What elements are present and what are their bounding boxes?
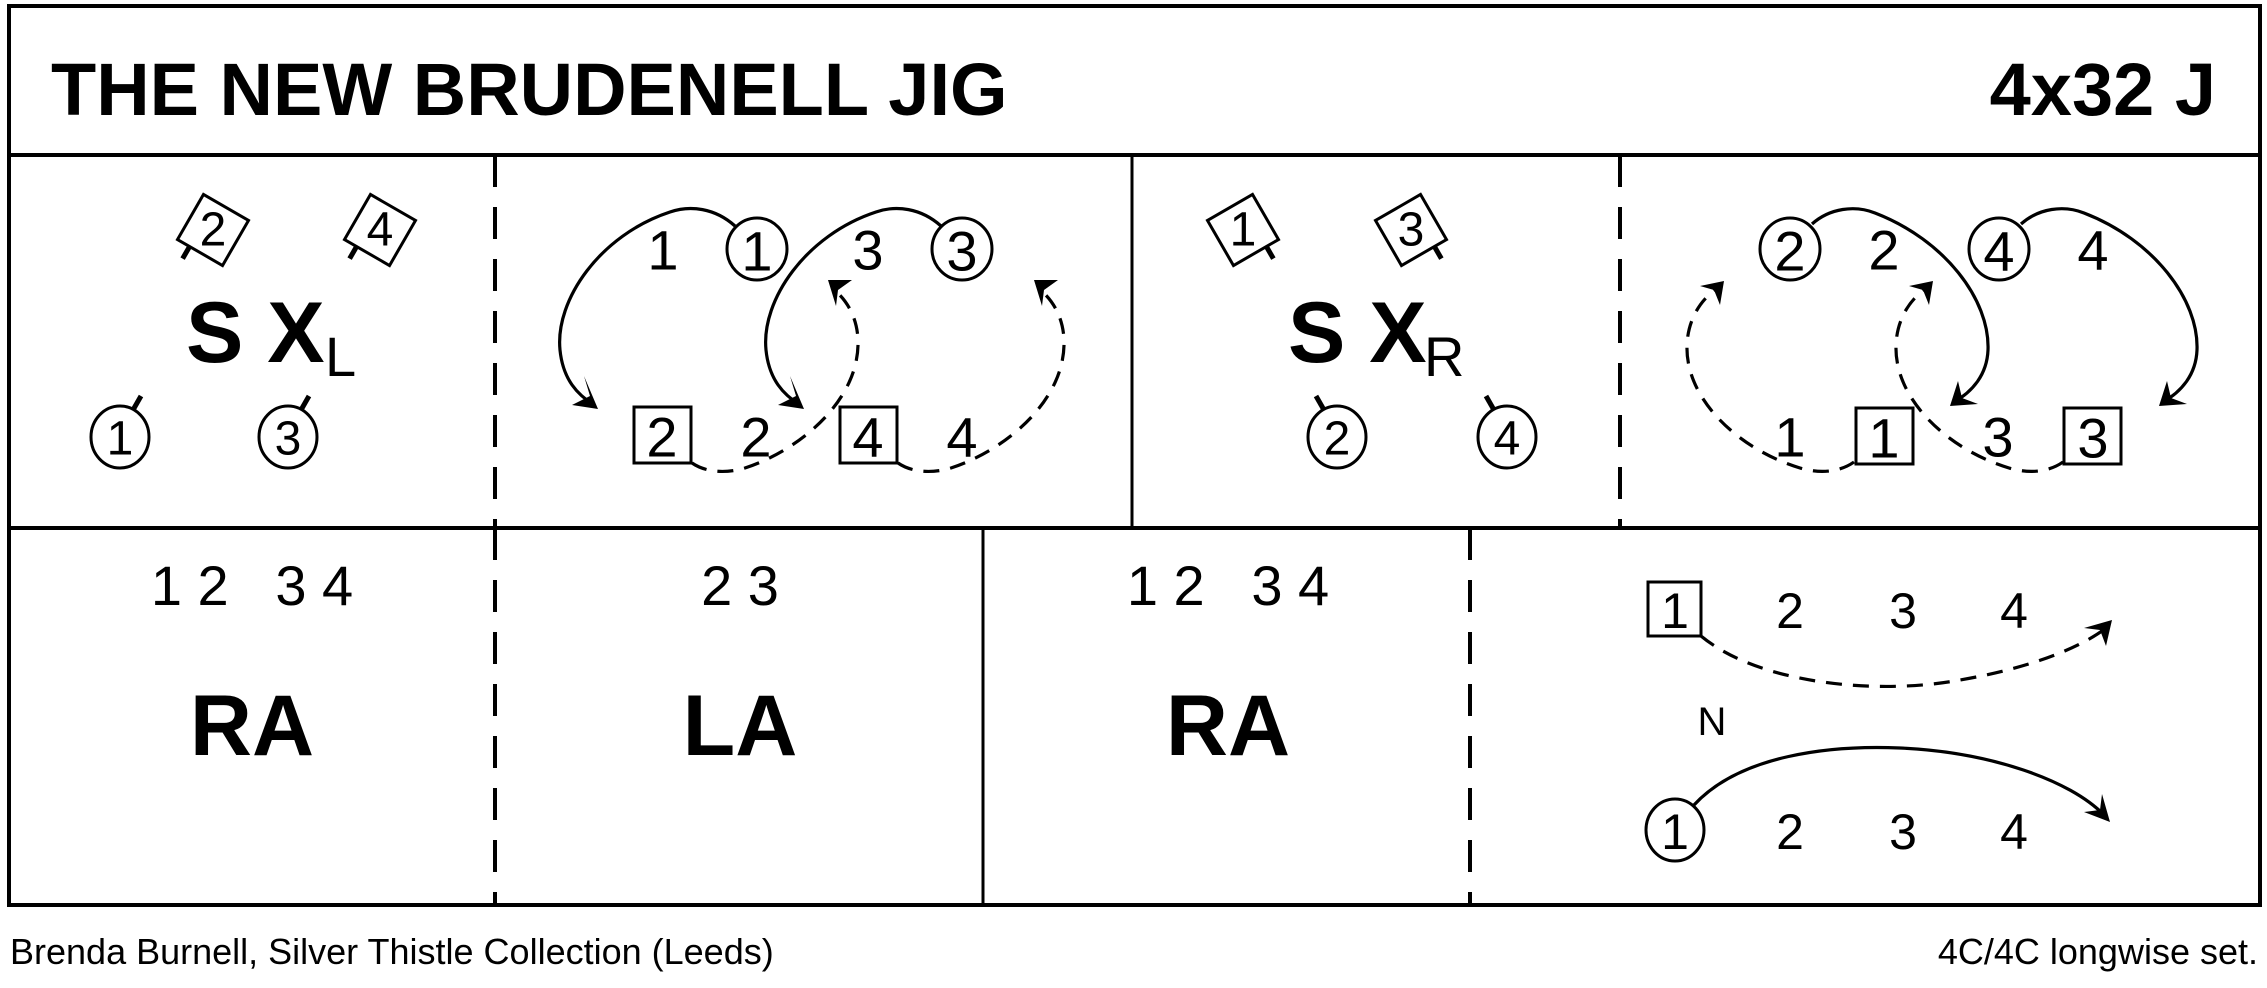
woman-circle-1: 1 xyxy=(1644,797,1706,863)
solid-arrow-4 xyxy=(2019,207,2199,404)
solid-arrow-3 xyxy=(764,206,943,407)
panel-cast-1: 1 1 3 3 2 2 4 4 xyxy=(558,206,1066,474)
dancer-4: 4 xyxy=(2077,219,2108,282)
woman-circle-3: 3 xyxy=(257,394,319,470)
move-subscript: R xyxy=(1424,325,1464,388)
solid-arrow-2 xyxy=(1810,207,1990,404)
svg-text:3: 3 xyxy=(275,413,302,466)
arrowhead xyxy=(828,280,852,306)
dancer-1: 1 xyxy=(647,219,678,282)
svg-text:3: 3 xyxy=(1398,204,1425,257)
arrowhead xyxy=(2084,794,2110,822)
svg-text:1: 1 xyxy=(107,413,134,466)
svg-text:4: 4 xyxy=(852,406,883,469)
arrowhead xyxy=(2159,381,2187,406)
man-box-4: 4 xyxy=(838,405,899,469)
solid-progression-arrow xyxy=(1692,745,2106,817)
svg-text:2: 2 xyxy=(1324,413,1351,466)
dancer-2: 2 xyxy=(1776,583,1804,639)
panel-set-cross-left: 2 4 S X L 1 3 xyxy=(89,192,418,470)
svg-text:1: 1 xyxy=(1661,583,1689,639)
dancer-3: 3 xyxy=(852,219,883,282)
panel-cast-2: 2 2 4 4 1 1 3 3 xyxy=(1685,207,2199,473)
set-type-text: 4C/4C longwise set. xyxy=(1938,931,2258,972)
solid-arrow-1 xyxy=(558,206,737,407)
arrowhead xyxy=(1034,280,1058,306)
move-label: S X xyxy=(1288,285,1427,381)
dancer-2: 2 xyxy=(1868,219,1899,282)
man-box-3: 3 xyxy=(1373,192,1449,268)
arrowhead xyxy=(572,376,598,409)
man-box-1: 1 xyxy=(1854,406,1915,470)
woman-circle-4: 4 xyxy=(1967,216,2031,283)
panel-left-hands-across: 2 3 LA xyxy=(683,554,798,774)
move-label: LA xyxy=(683,678,798,774)
svg-text:4: 4 xyxy=(367,204,394,257)
panel-right-hands-across-1: 1 2 3 4 RA xyxy=(151,554,353,774)
dancer-4: 4 xyxy=(2000,804,2028,860)
panel-right-hands-across-2: 1 2 3 4 RA xyxy=(1127,554,1329,774)
dashed-arrow-1 xyxy=(1685,286,1855,473)
dancer-2: 2 xyxy=(740,406,771,469)
man-box-2: 2 xyxy=(632,405,693,469)
svg-text:1: 1 xyxy=(741,220,772,283)
dancer-3: 3 xyxy=(1982,406,2013,469)
svg-text:2: 2 xyxy=(200,204,227,257)
woman-circle-2: 2 xyxy=(1758,216,1822,283)
credit-text: Brenda Burnell, Silver Thistle Collectio… xyxy=(10,931,774,972)
move-subscript: L xyxy=(325,325,356,388)
svg-text:1: 1 xyxy=(1230,204,1257,257)
svg-text:2: 2 xyxy=(1774,220,1805,283)
arrowhead xyxy=(1909,281,1933,305)
move-label: RA xyxy=(1166,678,1290,774)
dancer-3: 3 xyxy=(1889,804,1917,860)
woman-circle-1: 1 xyxy=(725,216,789,283)
panel-set-cross-right: 1 3 S X R 2 4 xyxy=(1205,192,1538,470)
positions-label: 2 3 xyxy=(701,554,779,617)
man-box-3: 3 xyxy=(2062,406,2123,470)
man-box-1: 1 xyxy=(1205,192,1281,268)
woman-circle-3: 3 xyxy=(930,216,994,283)
svg-text:2: 2 xyxy=(646,406,677,469)
svg-text:3: 3 xyxy=(2077,407,2108,470)
svg-text:1: 1 xyxy=(1661,804,1689,860)
move-label: S X xyxy=(186,285,325,381)
positions-label: 1 2 3 4 xyxy=(1127,554,1329,617)
dancer-4: 4 xyxy=(2000,583,2028,639)
dance-format: 4x32 J xyxy=(1990,48,2216,131)
arrowhead xyxy=(1700,281,1724,305)
dancer-2: 2 xyxy=(1776,804,1804,860)
svg-text:3: 3 xyxy=(946,220,977,283)
dashed-progression-arrow xyxy=(1699,626,2107,688)
arrowhead xyxy=(778,376,804,409)
move-label: RA xyxy=(190,678,314,774)
svg-text:1: 1 xyxy=(1868,407,1899,470)
man-box-4: 4 xyxy=(342,192,418,268)
nearer-label: N xyxy=(1698,700,1727,744)
outer-frame xyxy=(7,4,2262,907)
dancer-3: 3 xyxy=(1889,583,1917,639)
dancer-1: 1 xyxy=(1774,406,1805,469)
man-box-1: 1 xyxy=(1646,580,1703,639)
dashed-arrow-3 xyxy=(1894,286,2064,473)
arrowhead xyxy=(2084,620,2112,646)
arrowhead xyxy=(1950,381,1978,406)
dashed-arrow-4 xyxy=(897,286,1066,474)
man-box-2: 2 xyxy=(175,192,251,268)
dance-title: THE NEW BRUDENELL JIG xyxy=(51,48,1008,131)
woman-circle-1: 1 xyxy=(89,394,151,470)
dancer-4: 4 xyxy=(946,406,977,469)
panel-progression: 1 2 3 4 N 1 2 3 4 xyxy=(1644,580,2112,863)
svg-text:4: 4 xyxy=(1983,220,2014,283)
woman-circle-4: 4 xyxy=(1476,394,1538,470)
woman-circle-2: 2 xyxy=(1306,394,1368,470)
dashed-arrow-2 xyxy=(691,286,860,474)
svg-text:4: 4 xyxy=(1494,413,1521,466)
positions-label: 1 2 3 4 xyxy=(151,554,353,617)
